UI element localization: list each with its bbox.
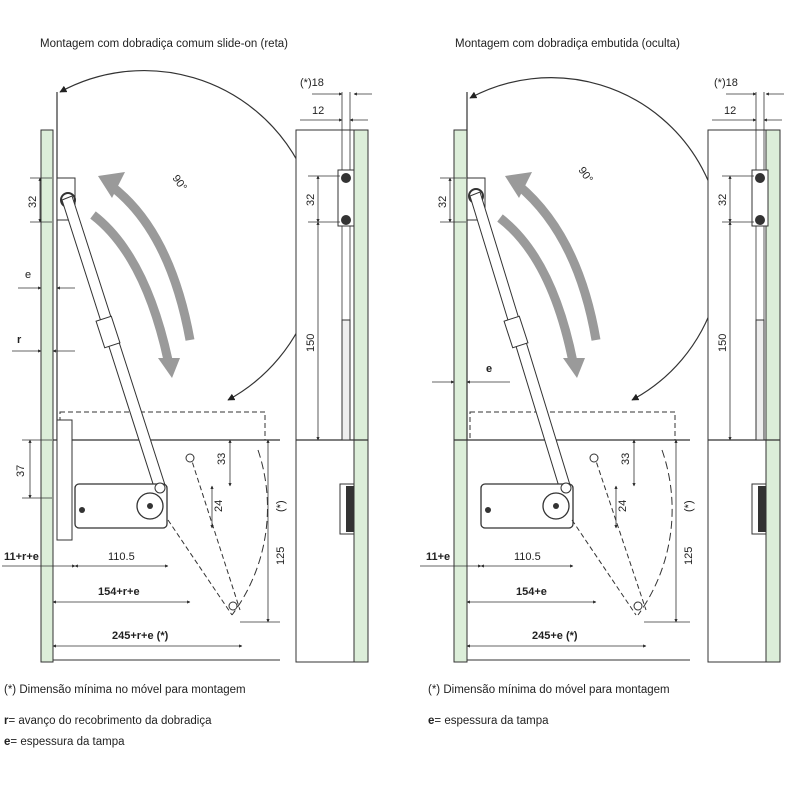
side-dim-18-right: (*)18 [714, 77, 738, 89]
dim-110-5: 110.5 [108, 551, 135, 563]
dim-11-r-e: 11+r+e [4, 551, 39, 563]
side-dim-150-right: 150 [717, 334, 729, 352]
angle-label: 90° [170, 173, 189, 194]
side-dim-32: 32 [305, 194, 317, 206]
dim-11-e-right: 11+e [426, 551, 450, 563]
dim-33-right: 33 [620, 453, 632, 465]
right-side-view: (*)18 12 32 150 [707, 77, 784, 663]
dim-e: e [25, 269, 31, 281]
rotation-arrow-down-right [497, 214, 578, 363]
rotation-arrow-down [90, 211, 173, 361]
side-dim-12: 12 [312, 105, 324, 117]
side-dim-18: (*)18 [300, 77, 324, 89]
note-left-line3: e= espessura da tampa [4, 736, 125, 748]
dim-e-right: e [486, 363, 492, 375]
note-key-e: e [4, 736, 11, 748]
dim-32-right: 32 [437, 196, 449, 208]
mechanism-plate [56, 419, 73, 541]
svg-text:(*): (*) [275, 500, 287, 512]
right-title: Montagem com dobradiça embutida (oculta) [455, 38, 680, 50]
left-panel: Montagem com dobradiça comum slide-on (r… [2, 38, 321, 663]
rotation-arrow-up-right [515, 181, 601, 341]
left-title: Montagem com dobradiça comum slide-on (r… [40, 38, 288, 50]
door-closed-outline [59, 411, 266, 441]
side-dim-150: 150 [305, 334, 317, 352]
swing-path-right [637, 449, 673, 616]
note-key-e-right: e [428, 715, 435, 727]
side-dim-12-right: 12 [724, 105, 736, 117]
dim-32: 32 [27, 196, 39, 208]
dim-245-r-e: 245+r+e (*) [112, 630, 169, 642]
side-view-panel [353, 129, 369, 663]
door-closed-outline-right [469, 411, 676, 441]
angle-label-right: 90° [576, 165, 595, 186]
dim-245-e-right: 245+e (*) [532, 630, 578, 642]
opening-arc [59, 69, 321, 401]
dim-110-5-right: 110.5 [514, 551, 541, 563]
dim-24-right: 24 [617, 500, 629, 512]
rotation-arrow-up [107, 181, 195, 341]
dim-24: 24 [213, 500, 225, 512]
note-key-r: r [4, 715, 9, 727]
note-right-line1: (*) Dimensão mínima do móvel para montag… [428, 684, 670, 696]
dim-37: 37 [15, 465, 27, 477]
cabinet-side-panel-right [453, 129, 468, 663]
dim-125-right: 125 [683, 547, 695, 565]
cabinet-side-panel [40, 129, 54, 663]
dim-154-e-right: 154+e [516, 586, 547, 598]
dim-r: r [17, 334, 22, 346]
note-left-line1: (*) Dimensão mínima no móvel para montag… [4, 684, 246, 696]
right-panel: Montagem com dobradiça embutida (oculta)… [420, 38, 723, 663]
note-left-line2: r= avanço do recobrimento da dobradiça [4, 715, 212, 727]
opening-arc-right [469, 77, 723, 401]
dim-125: 125 [275, 547, 287, 565]
svg-text:(*): (*) [683, 500, 695, 512]
note-right-line2: e= espessura da tampa [428, 715, 549, 727]
side-view-panel-right [765, 129, 781, 663]
left-side-view: (*)18 12 32 150 [295, 77, 372, 663]
dim-33: 33 [216, 453, 228, 465]
side-dim-32-right: 32 [717, 194, 729, 206]
swing-path [231, 449, 268, 616]
dim-154-r-e: 154+r+e [98, 586, 140, 598]
